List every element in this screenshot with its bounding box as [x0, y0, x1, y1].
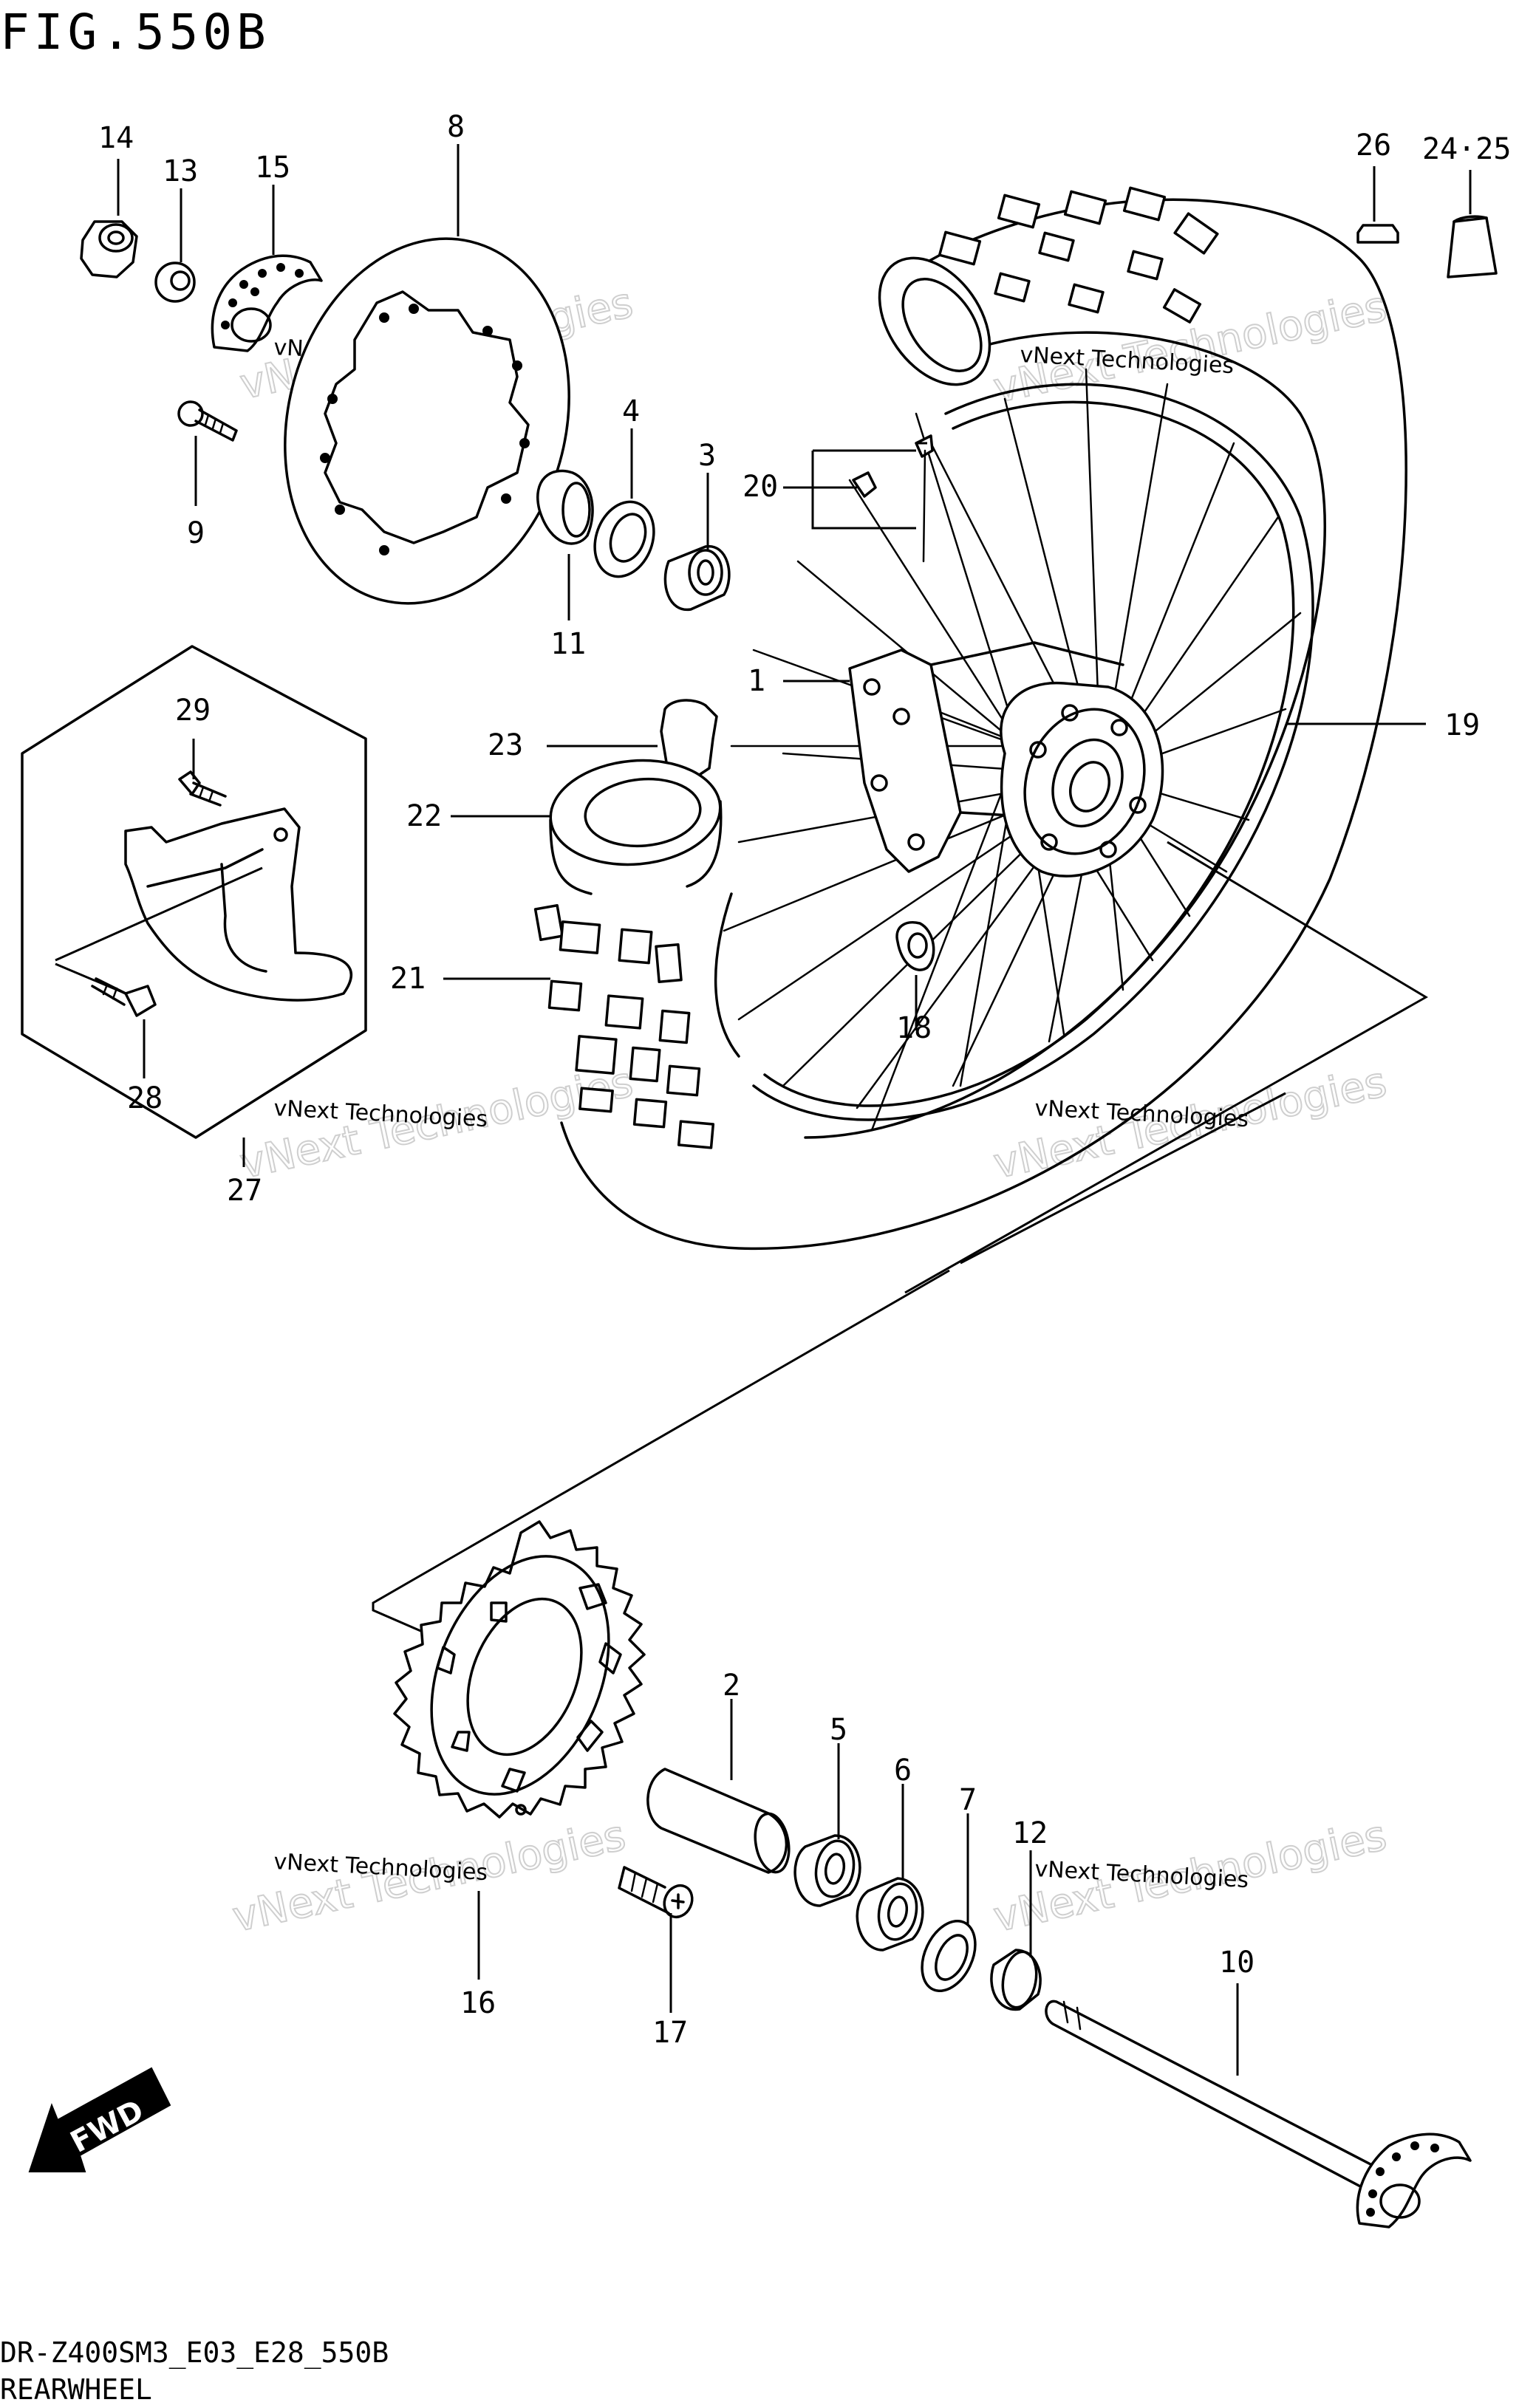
section-line-upper	[904, 841, 1428, 1294]
chain-guide-inset-27	[21, 645, 367, 1139]
bearing-3	[663, 545, 731, 612]
callout-21: 21	[390, 962, 426, 996]
callout-11: 11	[550, 627, 586, 661]
callout-28: 28	[127, 1081, 163, 1115]
callout-27: 27	[227, 1174, 262, 1208]
model-code: DR-Z400SM3_E03_E28_550B	[0, 2336, 389, 2370]
nut-14	[80, 220, 138, 278]
leader-lines	[117, 144, 1472, 2076]
callout-16: 16	[460, 1986, 496, 2020]
callout-14: 14	[98, 121, 134, 155]
tire-rim-section-22	[549, 759, 723, 895]
fwd-direction-badge: FWD	[28, 2067, 171, 2172]
hub-1	[848, 641, 1164, 878]
callout-2: 2	[723, 1669, 740, 1703]
callout-22: 22	[406, 799, 442, 833]
callout-5: 5	[830, 1713, 847, 1747]
spacer-12	[990, 1949, 1042, 2011]
bearing-5	[793, 1834, 861, 1907]
callout-3: 3	[698, 439, 716, 473]
callout-9: 9	[187, 516, 205, 550]
callout-8: 8	[447, 110, 465, 144]
callout-17: 17	[652, 2016, 688, 2050]
callout-15: 15	[255, 151, 290, 185]
spacer-11	[536, 469, 594, 545]
section-line-lower	[372, 1092, 1286, 1649]
sprocket-bolt-17	[618, 1866, 694, 1919]
chain-adjuster-15	[211, 254, 323, 352]
callout-1: 1	[748, 664, 765, 698]
axle-10	[1045, 2000, 1378, 2189]
callout-12: 12	[1012, 1816, 1048, 1850]
callout-18: 18	[896, 1011, 932, 1045]
oil-seal-7	[921, 1919, 977, 1993]
callout-7: 7	[959, 1783, 977, 1817]
brake-disc-8	[284, 237, 570, 605]
tire-19	[533, 186, 1407, 1251]
callout-labels: 14 13 15 8 9 4 3 11 26 24·25 20 1 19 23 …	[98, 110, 1511, 2050]
bolt-9	[177, 400, 238, 442]
figure-title: FIG.550B	[0, 4, 270, 61]
callout-23: 23	[488, 728, 523, 762]
callout-24-25: 24·25	[1422, 132, 1511, 166]
callout-10: 10	[1219, 1946, 1255, 1980]
callout-29: 29	[175, 694, 211, 728]
spacer-2	[646, 1768, 791, 1874]
spacer-18	[895, 921, 935, 971]
callout-20: 20	[743, 470, 778, 504]
oil-seal-4	[593, 500, 655, 578]
washer-13	[154, 261, 196, 303]
sprocket-16	[393, 1520, 646, 1819]
rim-lock-20	[852, 434, 934, 563]
callout-26: 26	[1356, 129, 1391, 163]
chain-adjuster-axle	[1356, 2132, 1472, 2229]
bearing-6	[856, 1877, 924, 1952]
callout-13: 13	[163, 154, 198, 188]
valve-grommet-24-25	[1447, 215, 1498, 278]
figure-caption: REARWHEEL	[0, 2373, 152, 2406]
callout-4: 4	[622, 394, 640, 428]
collar-23	[660, 699, 718, 784]
valve-cap-26	[1356, 224, 1399, 244]
callout-6: 6	[894, 1754, 912, 1788]
callout-19: 19	[1444, 708, 1480, 742]
